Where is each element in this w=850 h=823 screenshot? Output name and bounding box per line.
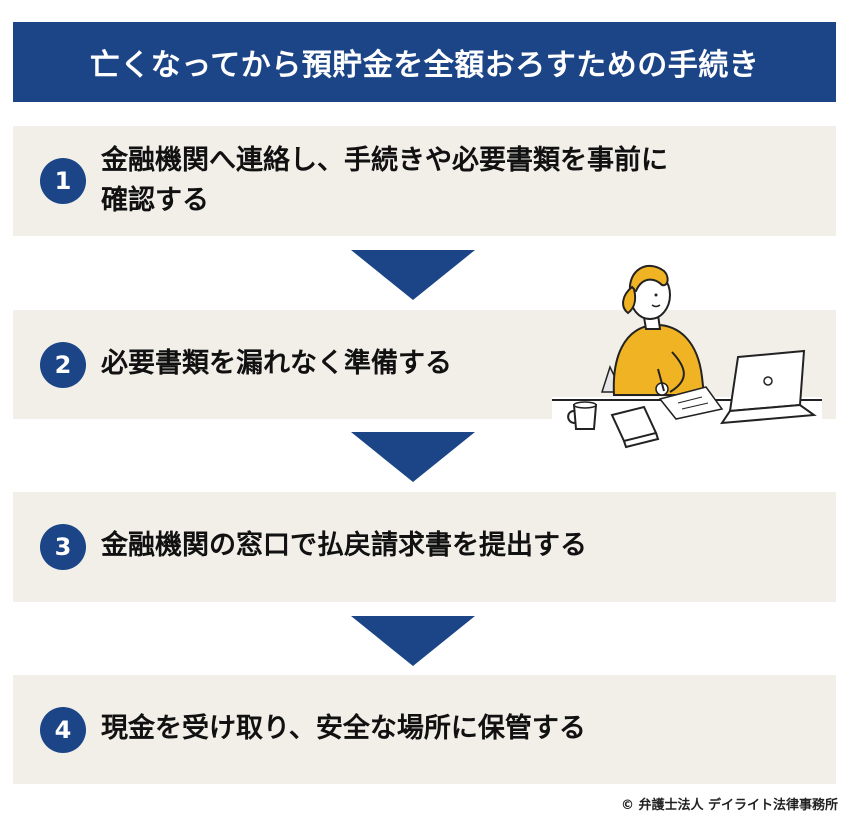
step-1-box: 1 金融機関へ連絡し、手続きや必要書類を事前に 確認する (13, 126, 836, 236)
step-number-badge: 4 (40, 707, 86, 753)
page-title: 亡くなってから預貯金を全額おろすための手続き (89, 48, 760, 83)
step-text: 金融機関の窓口で払戻請求書を提出する (101, 530, 587, 561)
step-number-badge: 2 (40, 342, 86, 388)
copyright-notice: © 弁護士法人 デイライト法律事務所 (620, 798, 838, 813)
step-text: 金融機関へ連絡し、手続きや必要書類を事前に 確認する (101, 145, 668, 216)
down-arrow-icon (351, 250, 475, 300)
step-text: 現金を受け取り、安全な場所に保管する (101, 713, 586, 744)
step-4-box: 4 現金を受け取り、安全な場所に保管する (13, 675, 836, 784)
title-banner: 亡くなってから預貯金を全額おろすための手続き (13, 22, 836, 102)
down-arrow-icon (351, 616, 475, 666)
step-number-badge: 1 (40, 158, 86, 204)
woman-at-desk-illustration (552, 265, 822, 452)
step-text: 必要書類を漏れなく準備する (101, 348, 452, 379)
step-number-badge: 3 (40, 524, 86, 570)
step-3-box: 3 金融機関の窓口で払戻請求書を提出する (13, 492, 836, 602)
down-arrow-icon (351, 432, 475, 482)
